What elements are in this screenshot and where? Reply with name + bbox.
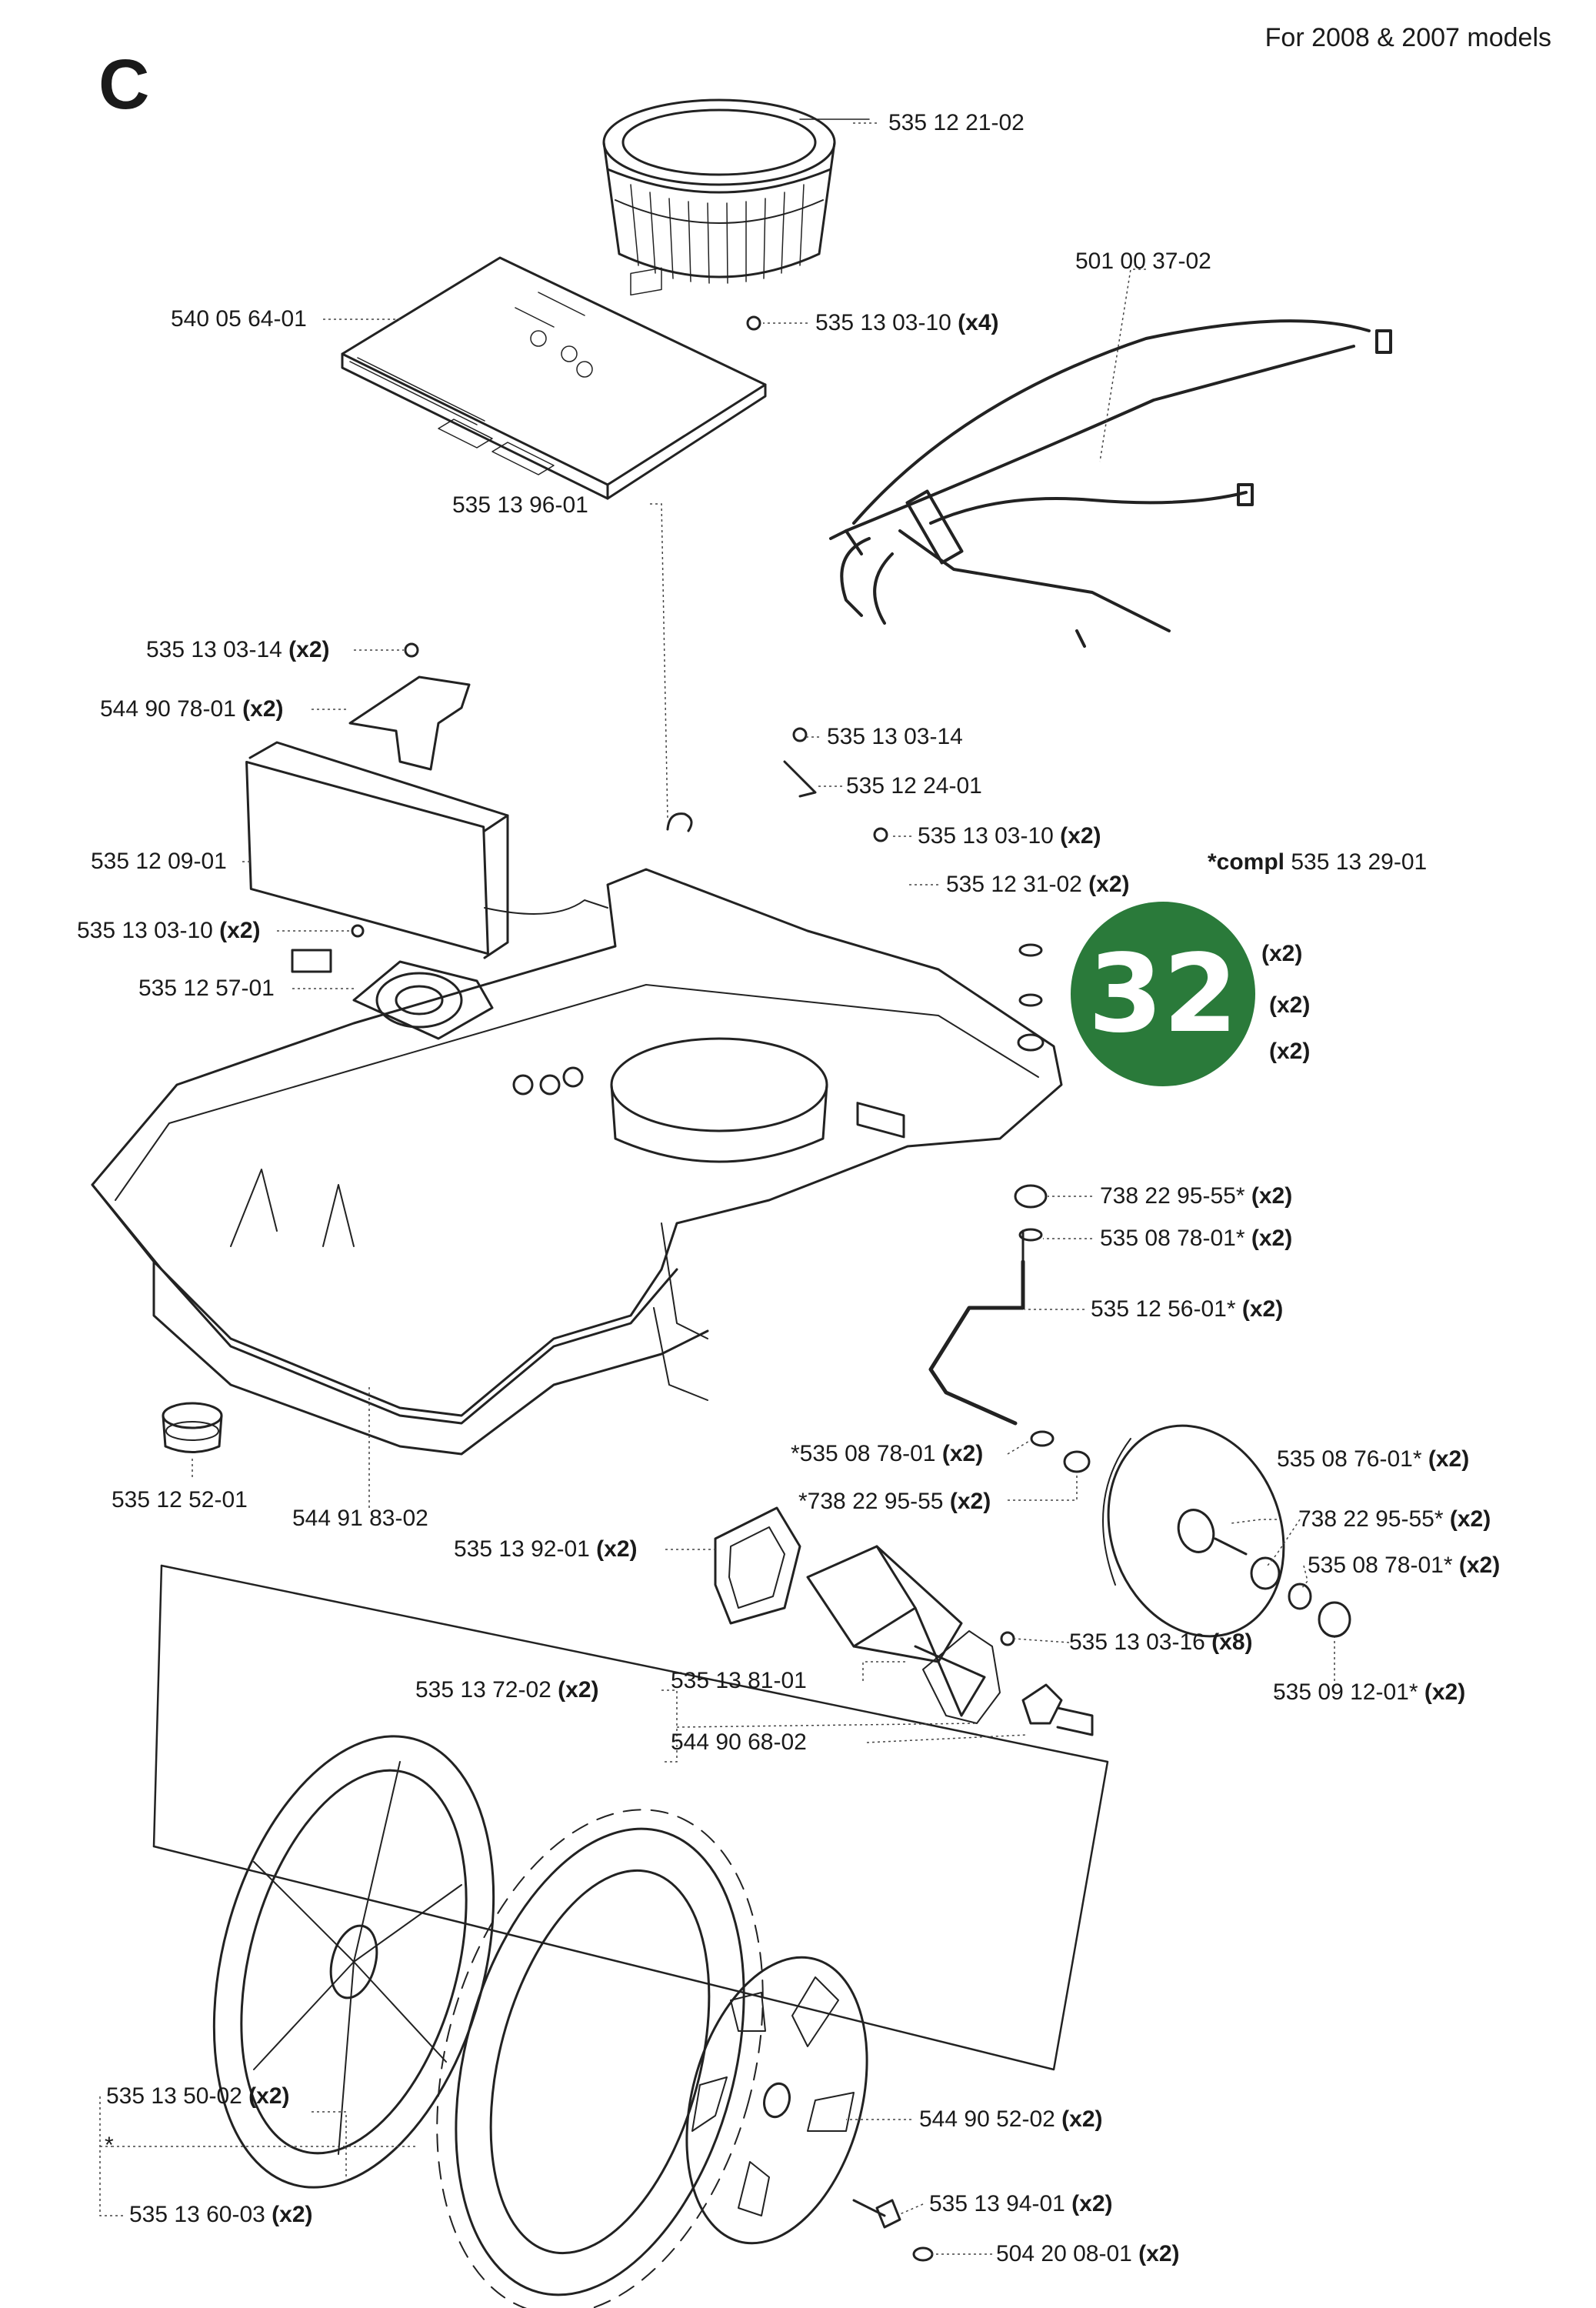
- part-label: 544 90 52-02 (x2): [919, 2106, 1103, 2132]
- chassis-body: [91, 868, 1063, 1456]
- hub-screw: [852, 2199, 934, 2262]
- part-label: 540 05 64-01: [171, 306, 307, 332]
- part-label: 535 12 56-01* (x2): [1091, 1296, 1284, 1322]
- part-label: *738 22 95-55 (x2): [798, 1489, 991, 1514]
- wiring-harness: [829, 319, 1392, 648]
- cable-clip: [783, 760, 817, 798]
- part-label: 504 20 08-01 (x2): [996, 2241, 1180, 2266]
- part-label: 544 90 68-02: [671, 1729, 807, 1755]
- part-label: 535 12 57-01: [138, 976, 275, 1001]
- battery-pack: [245, 741, 608, 959]
- part-label: 544 90 78-01 (x2): [100, 696, 284, 722]
- part-label: 535 12 52-01: [112, 1487, 248, 1513]
- part-label: (x2): [1269, 1039, 1311, 1064]
- circuit-board: [341, 256, 767, 500]
- compl-note: *compl 535 13 29-01: [1208, 849, 1428, 875]
- rear-wheel-rim: [212, 1735, 495, 2189]
- part-label: 535 13 72-02 (x2): [415, 1677, 599, 1703]
- assembly-outline: [152, 1564, 1109, 2071]
- page-number-badge: 32: [1071, 902, 1255, 1086]
- part-label: 535 09 12-01* (x2): [1273, 1679, 1466, 1705]
- rear-wheel-tire: [436, 1809, 764, 2308]
- speaker: [291, 949, 494, 1040]
- battery-bracket: [348, 675, 471, 771]
- part-label: 535 08 78-01* (x2): [1308, 1553, 1501, 1578]
- section-letter: C: [98, 45, 150, 124]
- drive-motor: [806, 1545, 1001, 1724]
- part-label: 738 22 95-55* (x2): [1100, 1183, 1293, 1209]
- part-label: 535 13 94-01 (x2): [929, 2191, 1113, 2216]
- part-label: 535 12 21-02: [888, 110, 1025, 135]
- part-label: 535 08 78-01* (x2): [1100, 1226, 1293, 1251]
- bracket-plate: [856, 1102, 905, 1139]
- part-label: 535 13 03-10 (x4): [815, 310, 999, 335]
- part-label: 535 13 96-01: [452, 492, 588, 518]
- cylinder-cover: [602, 98, 870, 284]
- rubber-foot: [162, 1402, 223, 1453]
- part-label: 535 13 03-14: [827, 724, 963, 749]
- part-label: 535 12 31-02 (x2): [946, 872, 1130, 897]
- part-label: *: [105, 2133, 114, 2158]
- leader-lines: [99, 122, 1335, 2255]
- part-label: 535 13 50-02 (x2): [106, 2083, 290, 2109]
- part-label: 544 91 83-02: [292, 1506, 428, 1531]
- part-label: 535 13 81-01: [671, 1668, 807, 1693]
- models-note: For 2008 & 2007 models: [1264, 23, 1551, 52]
- snap-ring: [666, 812, 693, 832]
- front-wheel-shaft: [928, 943, 1091, 1473]
- part-label: 535 13 03-10 (x2): [77, 918, 261, 943]
- part-label: 535 13 03-10 (x2): [918, 823, 1101, 849]
- screw-markers: [351, 315, 1015, 1646]
- part-label: 738 22 95-55* (x2): [1298, 1506, 1491, 1532]
- part-label: 501 00 37-02: [1075, 248, 1211, 274]
- front-wheel: [1102, 1424, 1351, 1638]
- part-label: 535 08 76-01* (x2): [1277, 1446, 1470, 1472]
- part-label: (x2): [1269, 992, 1311, 1018]
- hub-cap: [685, 1956, 868, 2245]
- part-label: 535 12 09-01: [91, 849, 227, 874]
- part-label: *535 08 78-01 (x2): [791, 1441, 984, 1466]
- gasket-plate: [714, 1506, 801, 1625]
- part-label: 535 12 24-01: [846, 773, 982, 799]
- part-label: 535 13 60-03 (x2): [129, 2202, 313, 2227]
- part-label: 535 13 03-14 (x2): [146, 637, 330, 662]
- part-label: 535 13 92-01 (x2): [454, 1536, 638, 1562]
- part-label: (x2): [1261, 941, 1303, 966]
- drive-gear-hub: [1021, 1683, 1094, 1736]
- part-label: 535 13 03-16 (x8): [1069, 1629, 1253, 1655]
